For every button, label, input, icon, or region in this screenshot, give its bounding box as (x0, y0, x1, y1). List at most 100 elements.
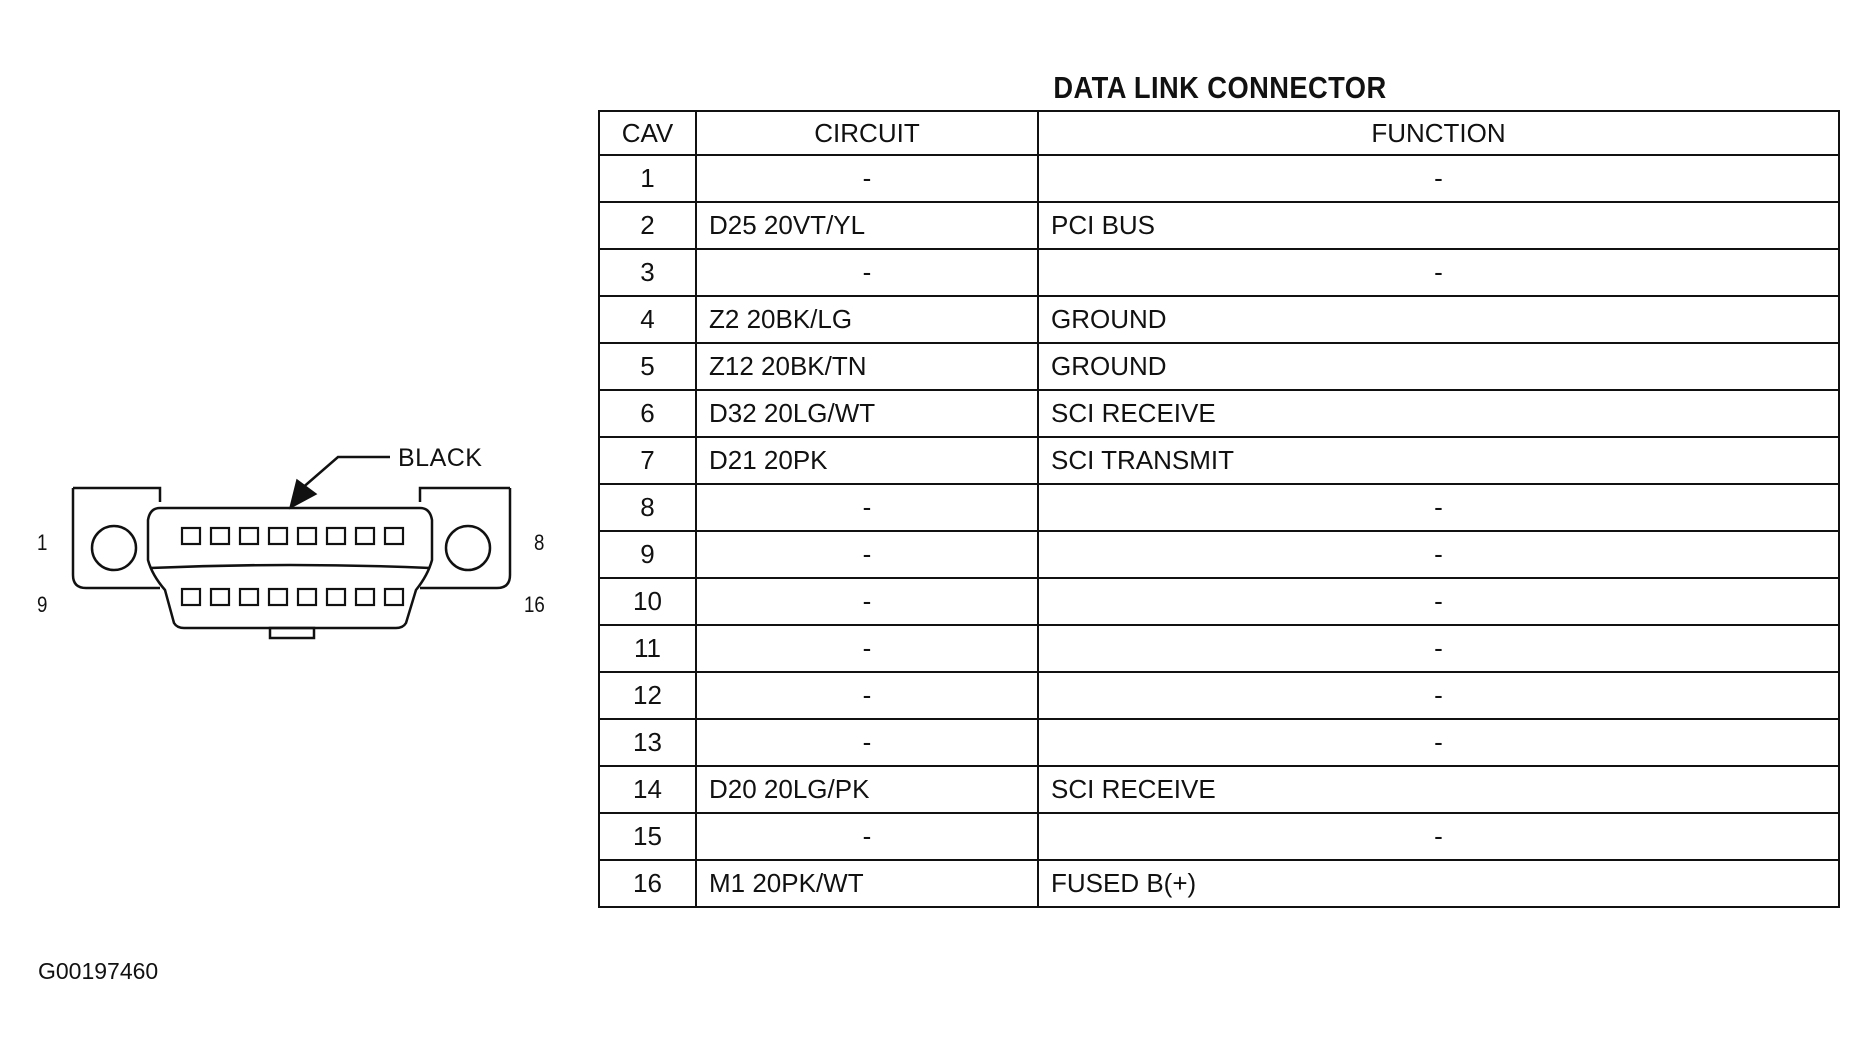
pin-cavity (354, 526, 376, 546)
pin-cavity (354, 587, 376, 607)
table-row: 12-- (598, 671, 1840, 720)
pin-cavity (325, 587, 347, 607)
function-cell: - (1037, 483, 1840, 532)
function-cell: SCI RECEIVE (1037, 389, 1840, 438)
table-row: 9-- (598, 530, 1840, 579)
top-pin-row (180, 526, 405, 546)
table-row: 13-- (598, 718, 1840, 767)
cav-cell: 8 (598, 483, 697, 532)
circuit-cell: - (695, 718, 1039, 767)
circuit-cell: - (695, 154, 1039, 203)
pin-cavity (180, 526, 202, 546)
bottom-pin-row (180, 587, 405, 607)
right-mounting-hole (444, 524, 492, 572)
function-cell: SCI RECEIVE (1037, 765, 1840, 814)
pin-cavity (383, 587, 405, 607)
pin-label-top-right: 8 (534, 530, 545, 555)
table-row: 8-- (598, 483, 1840, 532)
table-title: DATA LINK CONNECTOR (1053, 70, 1387, 105)
circuit-cell: D20 20LG/PK (695, 765, 1039, 814)
right-mounting-ear (418, 486, 512, 590)
function-cell: - (1037, 577, 1840, 626)
circuit-cell: D32 20LG/WT (695, 389, 1039, 438)
pin-cavity (296, 587, 318, 607)
callout-leader-line (299, 455, 390, 491)
cav-cell: 3 (598, 248, 697, 297)
function-cell: PCI BUS (1037, 201, 1840, 250)
pin-cavity (267, 526, 289, 546)
function-cell: SCI TRANSMIT (1037, 436, 1840, 485)
function-cell: FUSED B(+) (1037, 859, 1840, 908)
cav-cell: 10 (598, 577, 697, 626)
circuit-cell: Z2 20BK/LG (695, 295, 1039, 344)
pin-label-bottom-left: 9 (37, 592, 48, 617)
left-mounting-ear (71, 486, 162, 590)
table-row: 10-- (598, 577, 1840, 626)
pin-cavity (209, 526, 231, 546)
pin-cavity (238, 587, 260, 607)
circuit-cell: - (695, 812, 1039, 861)
function-cell: GROUND (1037, 295, 1840, 344)
keying-tab (268, 626, 316, 640)
cav-cell: 12 (598, 671, 697, 720)
circuit-cell: M1 20PK/WT (695, 859, 1039, 908)
pin-cavity (238, 526, 260, 546)
table-row: 3-- (598, 248, 1840, 297)
circuit-cell: - (695, 577, 1039, 626)
function-cell: - (1037, 154, 1840, 203)
table-row: 1-- (598, 154, 1840, 203)
cav-cell: 9 (598, 530, 697, 579)
pin-cavity (180, 587, 202, 607)
cav-cell: 4 (598, 295, 697, 344)
function-cell: GROUND (1037, 342, 1840, 391)
cav-cell: 11 (598, 624, 697, 673)
function-cell: - (1037, 624, 1840, 673)
pin-cavity (267, 587, 289, 607)
function-cell: - (1037, 248, 1840, 297)
pin-label-top-left: 1 (37, 530, 48, 555)
table-row: 15-- (598, 812, 1840, 861)
function-cell: - (1037, 671, 1840, 720)
pin-label-bottom-right: 16 (524, 592, 545, 617)
column-header-cav: CAV (598, 110, 697, 156)
cav-cell: 13 (598, 718, 697, 767)
figure-id: G00197460 (38, 958, 159, 984)
connector-diagram: BLACK 1 8 9 16 (0, 0, 560, 700)
circuit-cell: - (695, 624, 1039, 673)
circuit-cell: D21 20PK (695, 436, 1039, 485)
connector-drawing (71, 455, 512, 640)
column-header-function: FUNCTION (1037, 110, 1840, 156)
function-cell: - (1037, 718, 1840, 767)
cav-cell: 5 (598, 342, 697, 391)
cav-cell: 16 (598, 859, 697, 908)
pin-cavity (383, 526, 405, 546)
cav-cell: 2 (598, 201, 697, 250)
function-cell: - (1037, 812, 1840, 861)
table-header-row: CAV CIRCUIT FUNCTION (598, 110, 1840, 156)
cav-cell: 15 (598, 812, 697, 861)
callout-arrowhead (288, 478, 318, 510)
circuit-cell: - (695, 530, 1039, 579)
pin-cavity (296, 526, 318, 546)
circuit-cell: Z12 20BK/TN (695, 342, 1039, 391)
circuit-cell: - (695, 483, 1039, 532)
cav-cell: 6 (598, 389, 697, 438)
function-cell: - (1037, 530, 1840, 579)
cav-cell: 7 (598, 436, 697, 485)
callout-label: BLACK (398, 444, 483, 472)
circuit-cell: D25 20VT/YL (695, 201, 1039, 250)
pin-cavity (325, 526, 347, 546)
circuit-cell: - (695, 248, 1039, 297)
pin-cavity (209, 587, 231, 607)
table-row: 11-- (598, 624, 1840, 673)
row-divider (149, 563, 431, 570)
